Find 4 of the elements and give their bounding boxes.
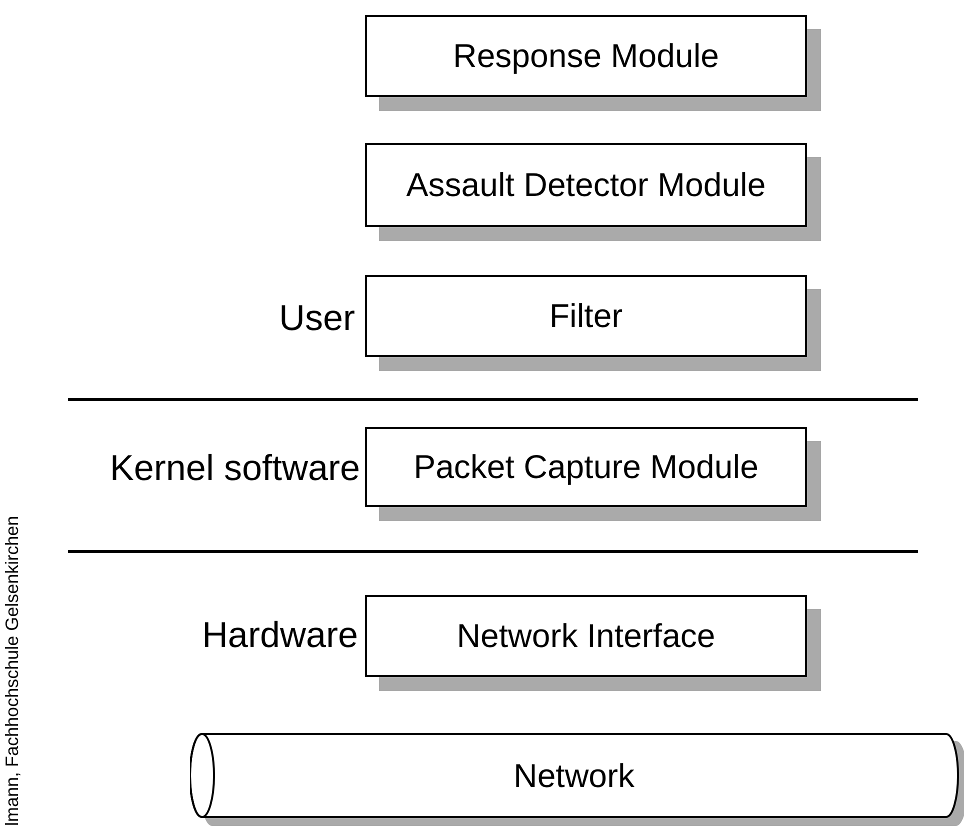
credit-text: lmann, Fachhochschule Gelsenkirchen <box>3 516 21 826</box>
layer-label: Kernel software <box>110 450 360 486</box>
layer-label: User <box>278 300 355 336</box>
layer-label: Hardware <box>202 617 358 653</box>
